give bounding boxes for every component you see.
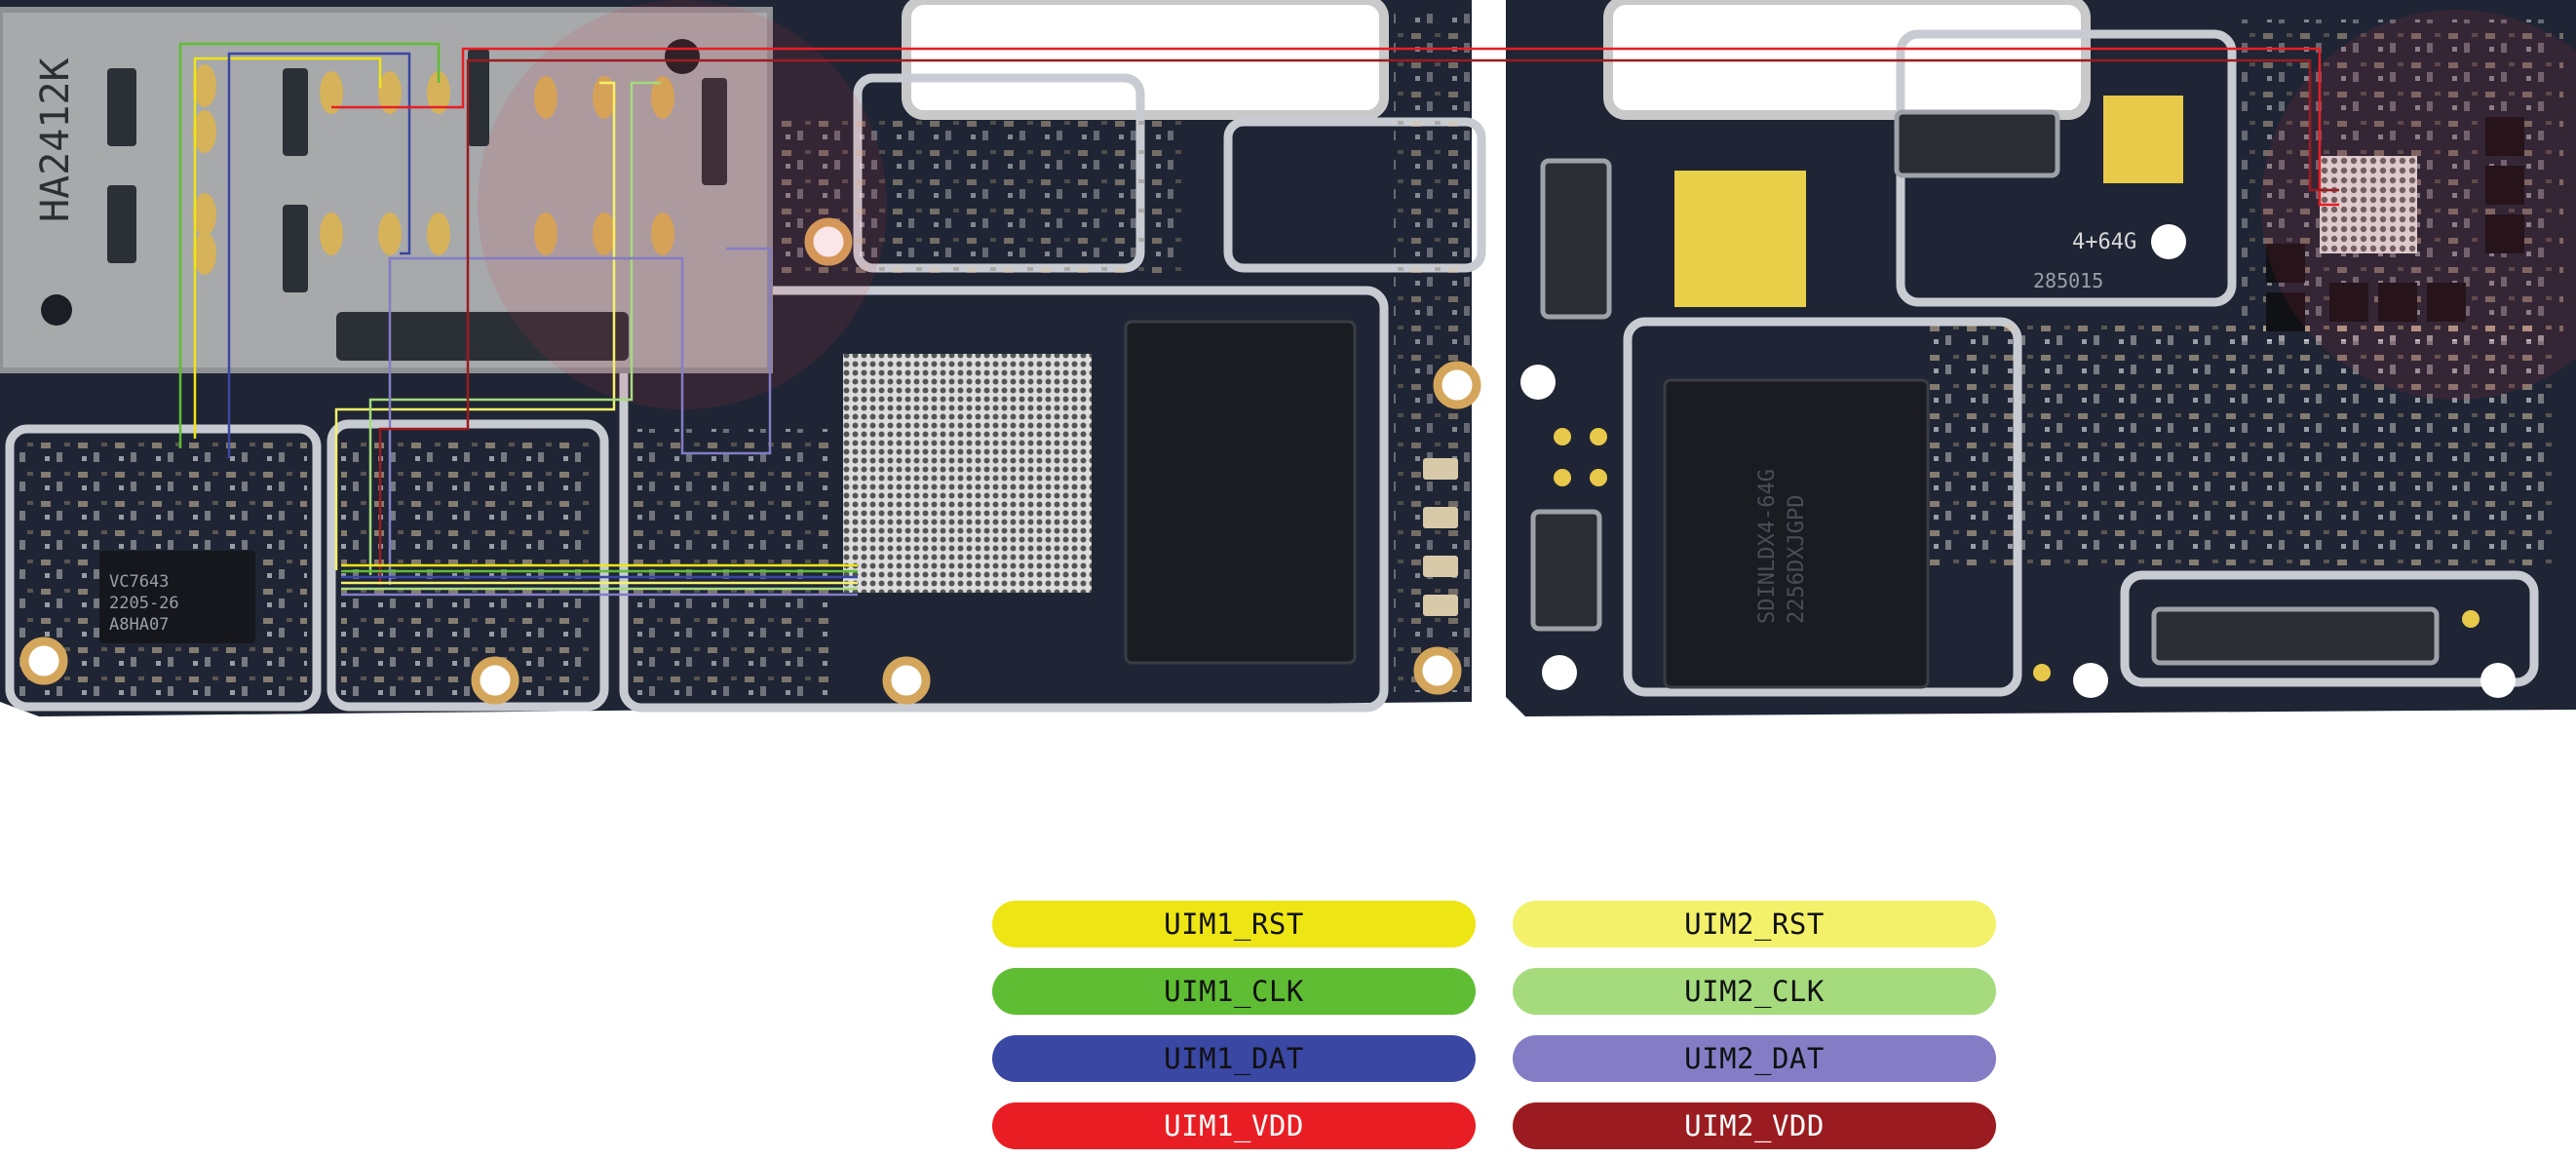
trace-uim2-dat — [388, 247, 772, 585]
ufs-label: SDINLDX4-64G — [1755, 469, 1780, 624]
ufs-code: 2256DXJGPD — [1785, 495, 1809, 624]
mem-label: 4+64G — [2072, 230, 2136, 254]
signal-legend: UIM1_RST UIM2_RST UIM1_CLK UIM2_CLK UIM1… — [992, 901, 1998, 1150]
legend-uim2-clk: UIM2_CLK — [1513, 968, 1996, 1015]
legend-uim2-vdd: UIM2_VDD — [1513, 1102, 1996, 1149]
legend-uim2-dat: UIM2_DAT — [1513, 1035, 1996, 1082]
signal-traces — [178, 42, 2339, 597]
pmic-label-2: 2205-26 — [109, 594, 179, 613]
trace-uim1-rst — [193, 57, 382, 439]
trace-uim1-vdd — [331, 47, 2339, 207]
legend-uim2-rst: UIM2_RST — [1513, 901, 1996, 947]
trace-uim2-clk — [368, 81, 661, 575]
right-board: SDINLDX4-64G 2256DXJGPD 4+64G 285015 — [1506, 0, 2576, 716]
legend-uim1-vdd: UIM1_VDD — [992, 1102, 1476, 1149]
left-board: HA2412K VC7643 2205-26 A8HA07 — [0, 0, 1486, 716]
legend-uim1-dat: UIM1_DAT — [992, 1035, 1476, 1082]
pmic-label-1: VC7643 — [109, 572, 169, 592]
trace-uim2-vdd — [378, 58, 2339, 585]
pmic-label-3: A8HA07 — [109, 615, 169, 635]
trace-uim1-dat — [227, 52, 411, 458]
legend-uim1-clk: UIM1_CLK — [992, 968, 1476, 1015]
mem-code: 285015 — [2033, 269, 2103, 292]
trace-uim2-rst — [334, 81, 616, 570]
silk-label: HA2412K — [33, 58, 78, 222]
pcb-board-photo: HA2412K VC7643 2205-26 A8HA07 SDINLDX4-6… — [0, 0, 2576, 716]
legend-uim1-rst: UIM1_RST — [992, 901, 1476, 947]
trace-uim1-clk — [178, 42, 441, 448]
